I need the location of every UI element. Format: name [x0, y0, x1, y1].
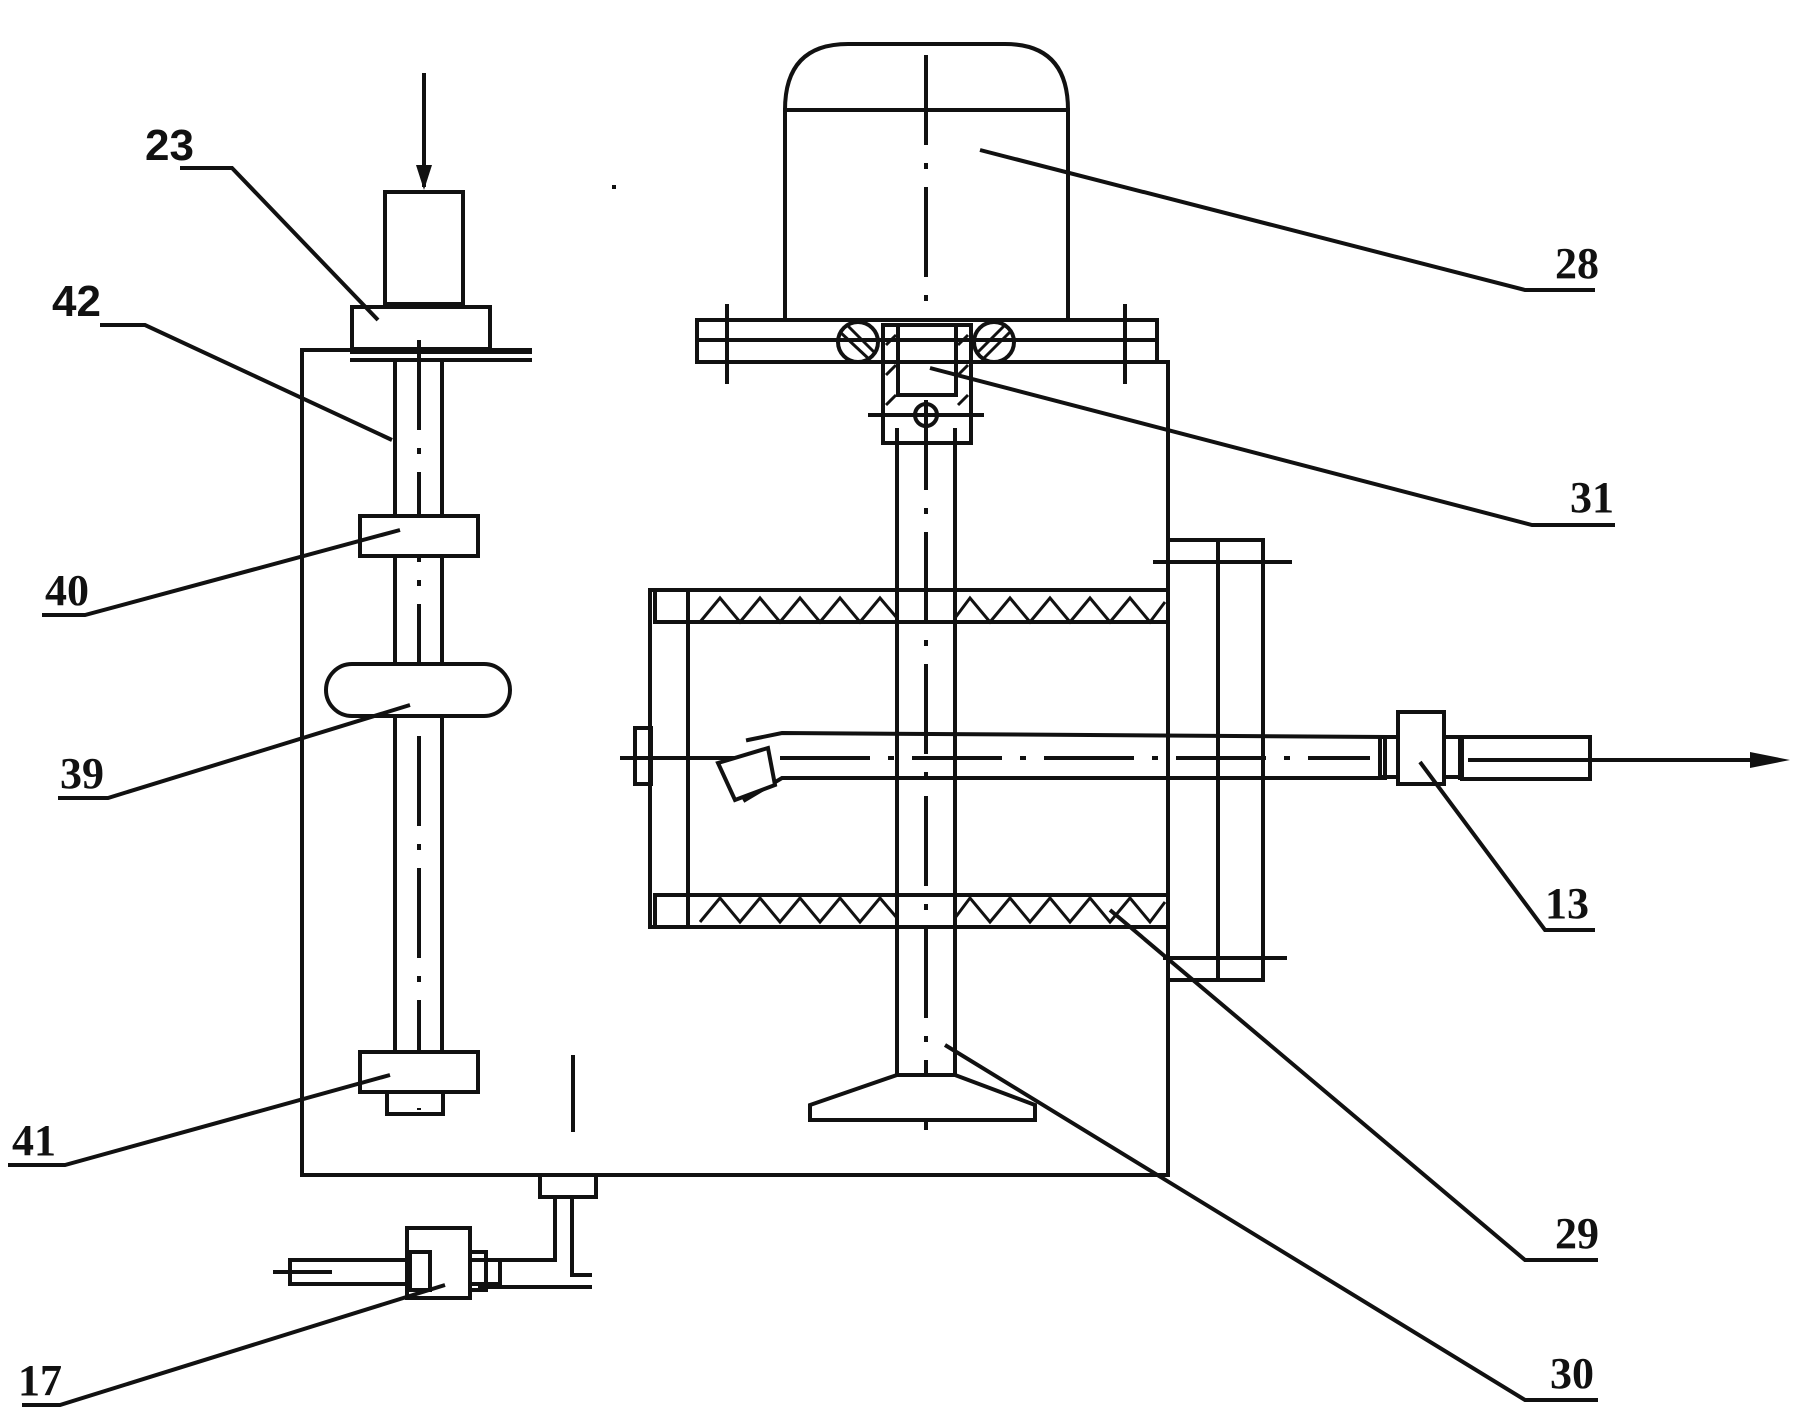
callout-13: 13 — [1545, 879, 1589, 928]
callout-23: 23 — [145, 121, 194, 170]
callout-39: 39 — [60, 749, 104, 798]
motor-28 — [695, 42, 1159, 384]
outlet-arrow — [1468, 752, 1790, 768]
leader-lines — [8, 148, 1615, 1407]
disc-39 — [324, 662, 512, 718]
collar-41 — [358, 1050, 480, 1094]
valve-13 — [1396, 710, 1446, 786]
outlet-pipe — [620, 710, 1790, 803]
callout-labels: 23 42 40 39 41 17 28 31 13 29 30 — [12, 121, 1614, 1405]
agitator-shaft-30 — [808, 400, 1037, 1130]
callout-17: 17 — [18, 1356, 62, 1405]
callout-42: 42 — [52, 277, 101, 326]
left-shaft-assembly — [324, 73, 532, 1116]
stray-mark — [612, 185, 616, 189]
collar-40 — [358, 514, 480, 558]
inlet-pipe — [383, 190, 465, 306]
callout-41: 41 — [12, 1116, 56, 1165]
callout-30: 30 — [1550, 1349, 1594, 1398]
callout-40: 40 — [45, 566, 89, 615]
inlet-arrow — [416, 73, 432, 190]
callout-29: 29 — [1555, 1209, 1599, 1258]
drain-assembly — [273, 1055, 598, 1300]
callout-28: 28 — [1555, 239, 1599, 288]
callout-31: 31 — [1570, 473, 1614, 522]
